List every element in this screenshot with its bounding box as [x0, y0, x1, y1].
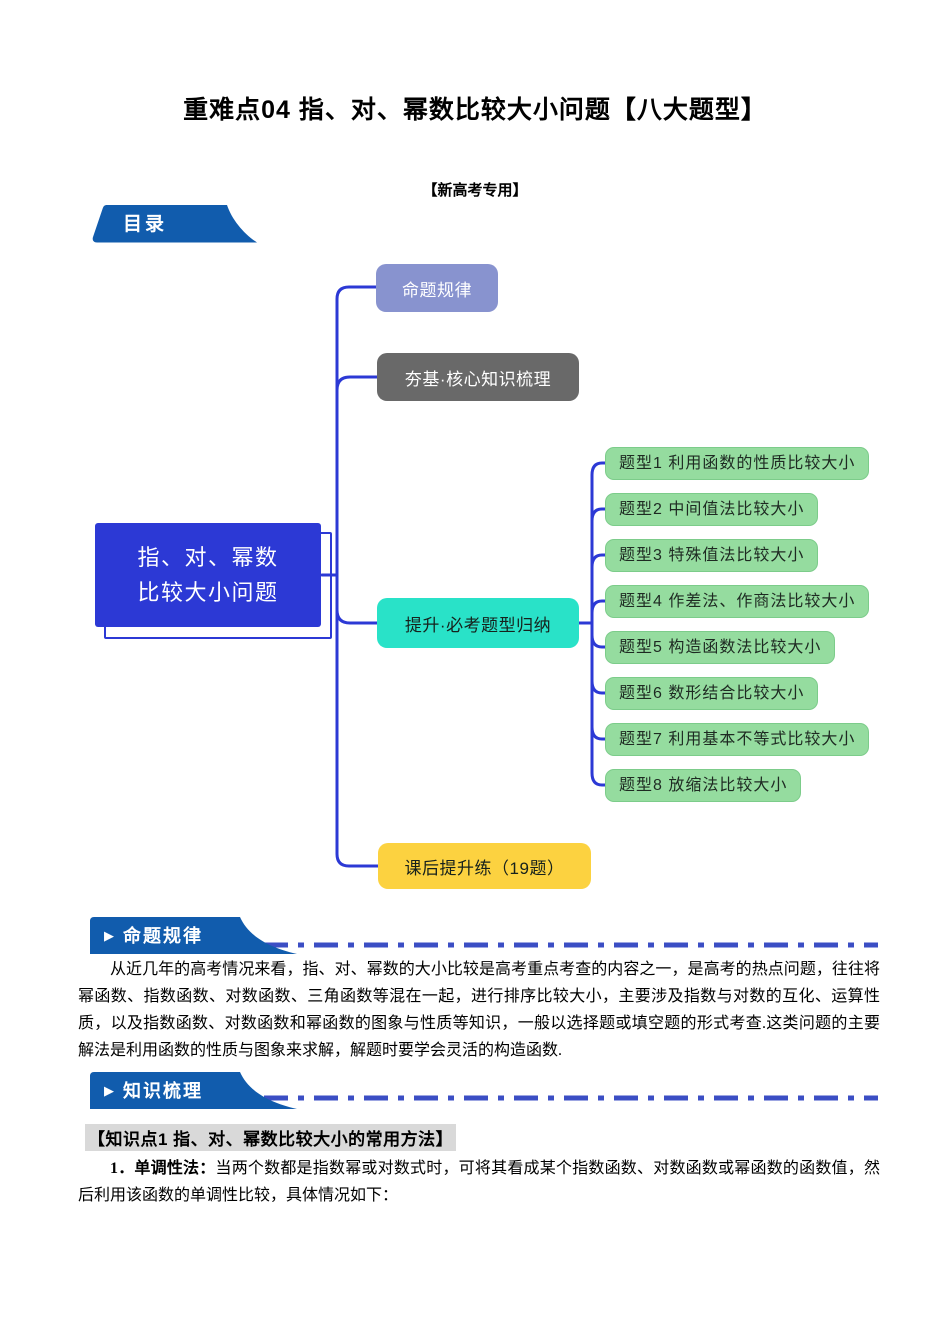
mindmap-branch-key-question-types: 提升·必考题型归纳: [377, 598, 579, 648]
method-paragraph: 1．单调性法：当两个数都是指数幂或对数式时，可将其看成某个指数函数、对数函数或幂…: [78, 1155, 880, 1209]
mindmap-topic-6: 题型6 数形结合比较大小: [605, 677, 819, 710]
play-icon: ▶: [104, 927, 114, 943]
section-heading: 知识梳理: [123, 1081, 203, 1101]
play-icon: ▶: [104, 1082, 114, 1098]
mindmap-connectors: [320, 285, 609, 868]
dash-dot-divider: [214, 942, 878, 948]
method-text: 当两个数都是指数幂或对数式时，可将其看成某个指数函数、对数函数或幂函数的函数值，…: [78, 1160, 880, 1204]
mindmap-branch-practice: 课后提升练（19题）: [378, 843, 591, 889]
section-banner-shape: [90, 1072, 297, 1109]
intro-paragraph: 从近几年的高考情况来看，指、对、幂数的大小比较是高考重点考查的内容之一，是高考的…: [78, 961, 880, 1059]
toc-banner-label: 目录: [123, 214, 168, 235]
page-title: 重难点04 指、对、幂数比较大小问题【八大题型】: [183, 96, 767, 124]
mindmap-topic-1: 题型1 利用函数的性质比较大小: [605, 447, 870, 480]
section-heading: 命题规律: [123, 926, 203, 946]
mindmap-topic-2: 题型2 中间值法比较大小: [605, 493, 819, 526]
section-banner-exam-pattern: ▶ 命题规律: [90, 917, 300, 955]
mindmap-topic-3: 题型3 特殊值法比较大小: [605, 539, 819, 572]
mindmap-root-node: 指、对、幂数 比较大小问题: [95, 523, 321, 627]
page-subtitle: 【新高考专用】: [422, 182, 528, 199]
section-banner-shape: [90, 917, 297, 954]
mindmap-branch-exam-pattern: 命题规律: [376, 264, 498, 312]
mindmap-topic-8: 题型8 放缩法比较大小: [605, 769, 802, 802]
toc-banner: 目录: [90, 204, 260, 244]
toc-banner-shape: [92, 205, 257, 243]
mindmap-topic-5: 题型5 构造函数法比较大小: [605, 631, 836, 664]
method-label: 1．单调性法：: [110, 1160, 216, 1177]
knowledge-point-heading: 【知识点1 指、对、幂数比较大小的常用方法】: [85, 1124, 457, 1151]
mindmap-branch-core-knowledge: 夯基·核心知识梳理: [377, 353, 579, 401]
dash-dot-divider: [214, 1095, 878, 1101]
mindmap-topic-4: 题型4 作差法、作商法比较大小: [605, 585, 870, 618]
mindmap-topic-7: 题型7 利用基本不等式比较大小: [605, 723, 870, 756]
section-banner-knowledge: ▶ 知识梳理: [90, 1072, 300, 1110]
